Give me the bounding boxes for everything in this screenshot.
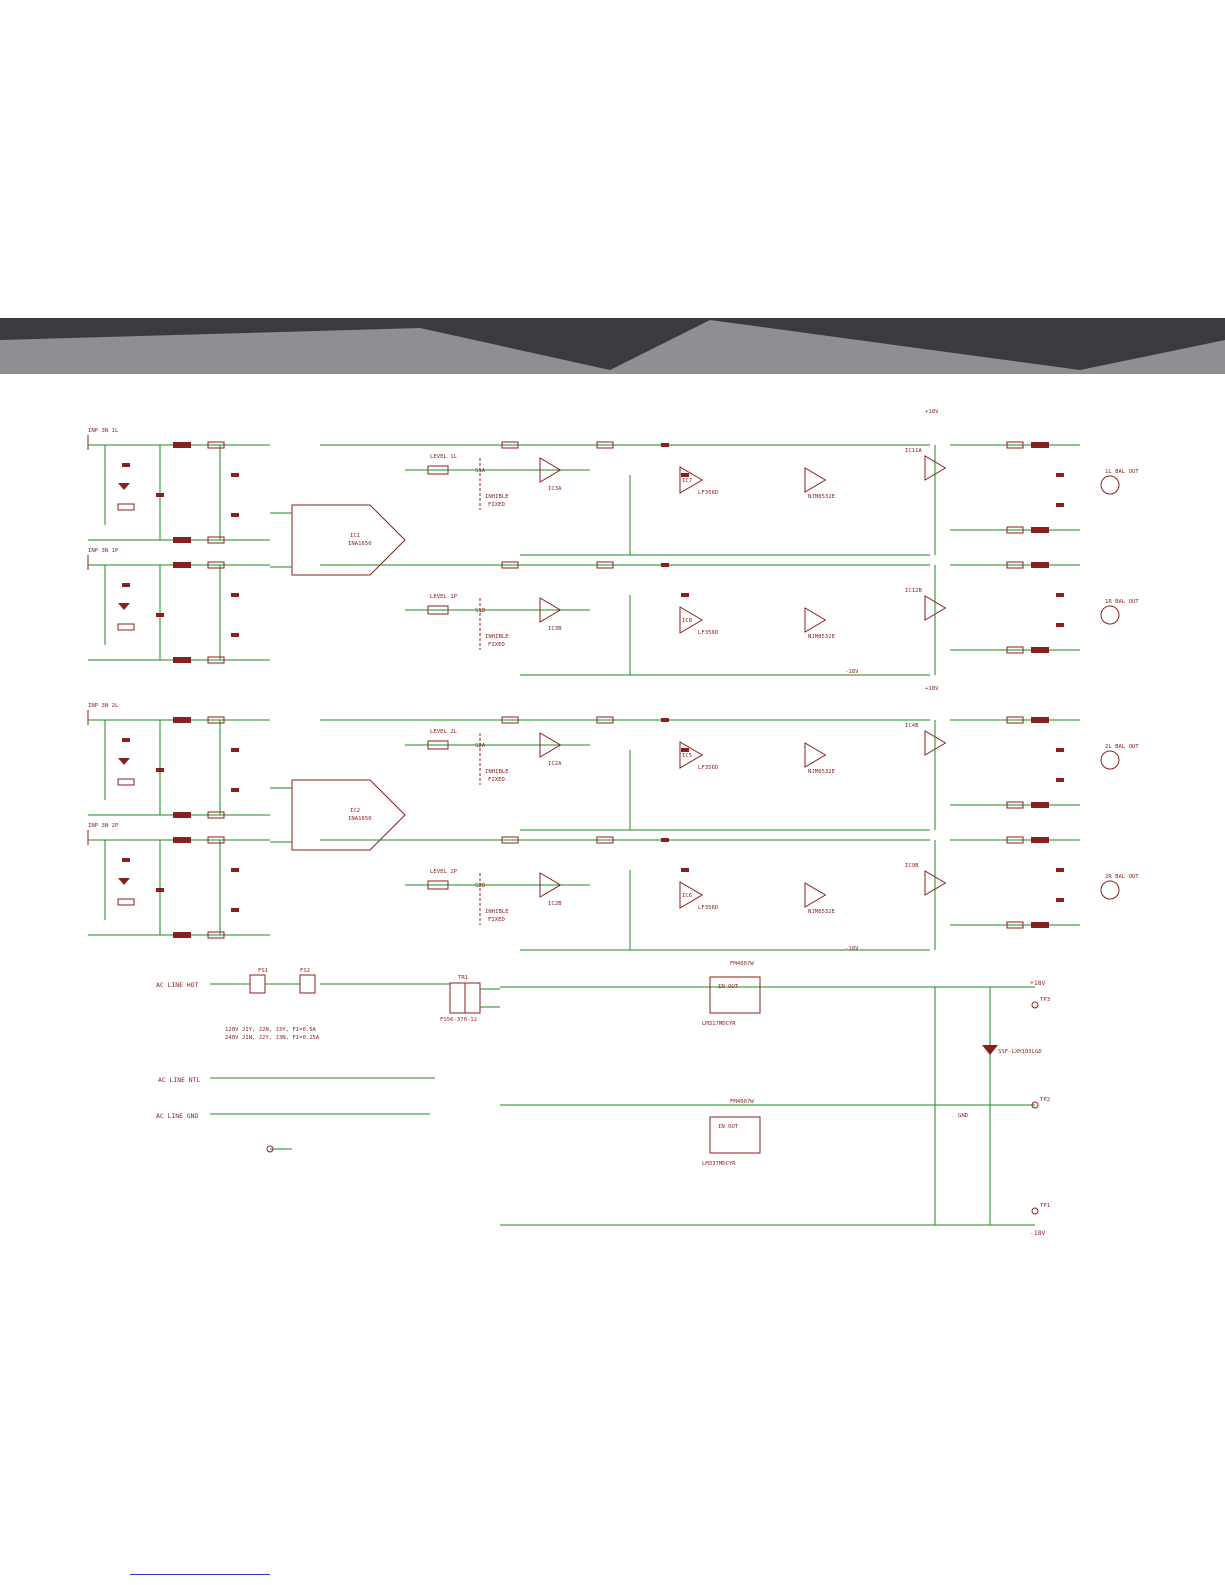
ac-line-neutral: AC LINE NTL bbox=[158, 1076, 435, 1084]
svg-text:IC7: IC7 bbox=[682, 478, 692, 484]
svg-text:+18V: +18V bbox=[1030, 979, 1046, 987]
svg-text:IC8: IC8 bbox=[682, 618, 693, 624]
svg-text:INA1650: INA1650 bbox=[348, 816, 372, 822]
svg-text:FIXED: FIXED bbox=[488, 917, 505, 923]
svg-text:INHIBLE: INHIBLE bbox=[485, 769, 509, 775]
svg-text:TR1: TR1 bbox=[458, 975, 468, 981]
svg-text:LEVEL 2L: LEVEL 2L bbox=[430, 729, 458, 735]
svg-text:AC LINE HOT: AC LINE HOT bbox=[156, 981, 198, 989]
svg-text:240V J1N, J2Y, J3N, F1=0.25A: 240V J1N, J2Y, J3N, F1=0.25A bbox=[225, 1035, 320, 1041]
svg-text:AC LINE GND: AC LINE GND bbox=[156, 1112, 198, 1120]
svg-text:1L BAL OUT: 1L BAL OUT bbox=[1105, 469, 1139, 475]
transformer-tr1: TR1 FS56-370-12 bbox=[440, 975, 500, 1023]
svg-text:INP 3N 2L: INP 3N 2L bbox=[88, 703, 119, 709]
svg-text:NJM8532E: NJM8532E bbox=[808, 494, 836, 500]
header-banner bbox=[0, 318, 1225, 374]
svg-text:LF356D: LF356D bbox=[698, 905, 719, 911]
svg-text:FS56-370-12: FS56-370-12 bbox=[440, 1017, 477, 1023]
svg-text:1R BAL OUT: 1R BAL OUT bbox=[1105, 599, 1139, 605]
svg-text:IC3B: IC3B bbox=[548, 626, 562, 632]
svg-text:120V J1Y, J2N, J3Y, F1=0.5A: 120V J1Y, J2N, J3Y, F1=0.5A bbox=[225, 1027, 317, 1033]
svg-text:IN OUT: IN OUT bbox=[718, 984, 739, 990]
ac-line-ground: AC LINE GND bbox=[156, 1112, 430, 1153]
svg-text:INP 3N 1L: INP 3N 1L bbox=[88, 428, 119, 434]
power-supply-section: AC LINE HOT FS1 FS2 AC LINE NTL AC LINE … bbox=[156, 961, 1050, 1237]
test-point-tp1: TP1 bbox=[1031, 1203, 1050, 1215]
svg-text:TP2: TP2 bbox=[1040, 1097, 1050, 1103]
svg-text:IC2: IC2 bbox=[350, 808, 360, 814]
svg-text:NJM8532E: NJM8532E bbox=[808, 909, 836, 915]
footer-link-underline[interactable] bbox=[130, 1574, 270, 1575]
test-point-tp2: TP2 bbox=[1031, 1097, 1050, 1109]
svg-text:FM4007W: FM4007W bbox=[730, 961, 754, 967]
svg-text:GND: GND bbox=[958, 1113, 969, 1119]
test-point-tp3: TP3 bbox=[1031, 997, 1050, 1009]
svg-text:FS2: FS2 bbox=[300, 968, 310, 974]
svg-text:FM4007W: FM4007W bbox=[730, 1099, 754, 1105]
ac-line-hot: AC LINE HOT FS1 FS2 bbox=[156, 968, 450, 994]
svg-text:-18V: -18V bbox=[1030, 1229, 1046, 1237]
svg-text:INA1650: INA1650 bbox=[348, 541, 372, 547]
svg-text:LEVEL 2P: LEVEL 2P bbox=[430, 869, 458, 875]
svg-text:INHIBLE: INHIBLE bbox=[485, 494, 509, 500]
svg-text:INHIBLE: INHIBLE bbox=[485, 634, 509, 640]
svg-text:INHIBLE: INHIBLE bbox=[485, 909, 509, 915]
regulator-positive: IN OUT LM317MDCYR bbox=[702, 976, 761, 1027]
svg-text:+18V: +18V bbox=[925, 686, 939, 692]
svg-text:IC3A: IC3A bbox=[548, 486, 562, 492]
svg-text:LF356D: LF356D bbox=[698, 630, 719, 636]
svg-text:LM317MDCYR: LM317MDCYR bbox=[702, 1021, 736, 1027]
svg-text:INP 3N 1P: INP 3N 1P bbox=[88, 548, 119, 554]
svg-text:IC9B: IC9B bbox=[905, 863, 919, 869]
svg-text:LM337MDCYR: LM337MDCYR bbox=[702, 1161, 736, 1167]
svg-text:TP3: TP3 bbox=[1040, 997, 1050, 1003]
svg-text:IC5: IC5 bbox=[682, 753, 692, 759]
svg-text:IC2B: IC2B bbox=[548, 901, 562, 907]
svg-text:AC LINE NTL: AC LINE NTL bbox=[158, 1076, 200, 1084]
svg-text:-18V: -18V bbox=[845, 669, 859, 675]
svg-text:LF356D: LF356D bbox=[698, 490, 719, 496]
svg-text:LEVEL 1L: LEVEL 1L bbox=[430, 454, 458, 460]
svg-text:TP1: TP1 bbox=[1040, 1203, 1050, 1209]
svg-text:SSF-LXH103LGD: SSF-LXH103LGD bbox=[998, 1049, 1042, 1055]
svg-text:FS1: FS1 bbox=[258, 968, 268, 974]
svg-text:2R BAL OUT: 2R BAL OUT bbox=[1105, 874, 1139, 880]
svg-text:FIXED: FIXED bbox=[488, 502, 505, 508]
svg-text:NJM8532E: NJM8532E bbox=[808, 769, 836, 775]
svg-text:IC6: IC6 bbox=[682, 893, 692, 899]
svg-text:IC12B: IC12B bbox=[905, 588, 922, 594]
svg-text:2L BAL OUT: 2L BAL OUT bbox=[1105, 744, 1139, 750]
svg-text:INP 3N 2P: INP 3N 2P bbox=[88, 823, 119, 829]
svg-text:LF356D: LF356D bbox=[698, 765, 719, 771]
status-led: SSF-LXH103LGD bbox=[982, 1045, 1042, 1055]
svg-text:LEVEL 1P: LEVEL 1P bbox=[430, 594, 458, 600]
svg-text:IC4B: IC4B bbox=[905, 723, 919, 729]
svg-text:-18V: -18V bbox=[845, 946, 859, 952]
svg-text:IC2A: IC2A bbox=[548, 761, 562, 767]
svg-text:IC11A: IC11A bbox=[905, 448, 922, 454]
svg-text:IC1: IC1 bbox=[350, 533, 360, 539]
svg-text:FIXED: FIXED bbox=[488, 777, 505, 783]
regulator-negative: IN OUT LM337MDCYR bbox=[702, 1116, 761, 1167]
svg-text:+18V: +18V bbox=[925, 409, 939, 415]
svg-text:IN OUT: IN OUT bbox=[718, 1124, 739, 1130]
svg-text:FIXED: FIXED bbox=[488, 642, 505, 648]
svg-text:NJM8532E: NJM8532E bbox=[808, 634, 836, 640]
